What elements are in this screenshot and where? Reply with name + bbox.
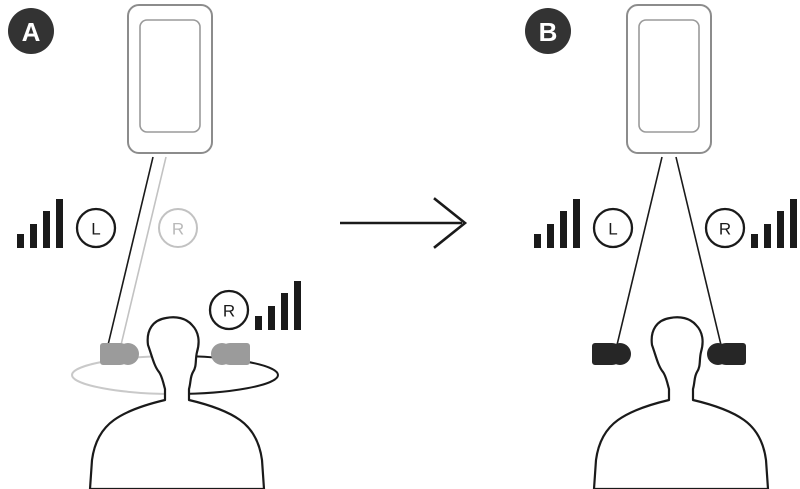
signal-bar-4 — [56, 199, 63, 248]
signal-bar-4 — [573, 199, 580, 248]
panel-a-channel-badge-l: L — [75, 207, 117, 249]
panel-b-badge-circle — [525, 8, 571, 54]
panel-a-connection-lines — [107, 156, 167, 346]
signal-bar-4 — [294, 281, 301, 330]
panel-a: A L — [8, 4, 301, 489]
panel-a-earbud-left — [100, 343, 139, 365]
panel-b-connection-lines — [616, 156, 722, 346]
panel-b: B L — [525, 4, 797, 489]
link-phone-to-left-earbud-weak — [120, 156, 167, 346]
signal-bar-3 — [777, 211, 784, 248]
panel-a-badge: A — [8, 8, 54, 54]
signal-bar-3 — [43, 211, 50, 248]
signal-bar-2 — [547, 224, 554, 248]
panel-b-channel-badge-r: R — [704, 207, 746, 249]
earbud-left-tip — [609, 343, 631, 365]
signal-bar-1 — [17, 234, 24, 248]
signal-bar-3 — [281, 293, 288, 330]
signal-bar-2 — [30, 224, 37, 248]
channel-badge-r-relay-label: R — [223, 302, 235, 321]
transition-arrow-head — [433, 197, 468, 249]
smartphone-screen — [638, 19, 700, 133]
channel-badge-r-weak-label: R — [172, 220, 184, 239]
channel-badge-r-relay-circle — [208, 289, 250, 331]
signal-bars-left — [534, 199, 580, 248]
panel-a-earbud-right — [211, 343, 250, 365]
listener-silhouette — [592, 316, 770, 489]
channel-badge-l-label: L — [91, 220, 100, 239]
panel-b-channel-badge-l: L — [592, 207, 634, 249]
transition-arrow — [340, 197, 468, 249]
channel-badge-l-circle — [75, 207, 117, 249]
channel-badge-l-circle — [592, 207, 634, 249]
channel-badge-r-weak-circle — [158, 208, 198, 248]
panel-a-channel-badge-r-weak: R — [158, 208, 198, 248]
listener-silhouette — [88, 316, 266, 489]
smartphone-screen — [139, 19, 201, 133]
channel-badge-r-label: R — [719, 220, 731, 239]
panel-a-badge-label: A — [22, 17, 41, 47]
signal-bar-1 — [534, 234, 541, 248]
signal-bars-right — [751, 199, 797, 248]
link-phone-to-left-earbud-strong — [616, 156, 663, 346]
panel-b-badge-label: B — [539, 17, 558, 47]
panel-a-badge-circle — [8, 8, 54, 54]
signal-bar-1 — [751, 234, 758, 248]
earbud-right-tip — [211, 343, 233, 365]
signal-bars-relay — [255, 281, 301, 330]
signal-bar-3 — [560, 211, 567, 248]
panel-a-listener — [88, 316, 266, 489]
panel-b-earbud-right — [707, 343, 746, 365]
signal-bar-4 — [790, 199, 797, 248]
signal-bars-left — [17, 199, 63, 248]
panel-b-listener — [592, 316, 770, 489]
panel-b-earbud-left — [592, 343, 631, 365]
signal-bar-2 — [764, 224, 771, 248]
signal-bar-1 — [255, 316, 262, 330]
link-phone-to-right-earbud-strong — [675, 156, 722, 346]
panel-a-channel-badge-r-relay: R — [208, 289, 250, 331]
channel-badge-r-circle — [704, 207, 746, 249]
earbud-left-tip — [117, 343, 139, 365]
earbud-right-tip — [707, 343, 729, 365]
signal-bar-2 — [268, 306, 275, 330]
panel-b-badge: B — [525, 8, 571, 54]
panel-a-smartphone — [127, 4, 213, 154]
channel-badge-l-label: L — [608, 220, 617, 239]
panel-b-smartphone — [626, 4, 712, 154]
link-phone-to-left-earbud-strong — [107, 156, 154, 346]
